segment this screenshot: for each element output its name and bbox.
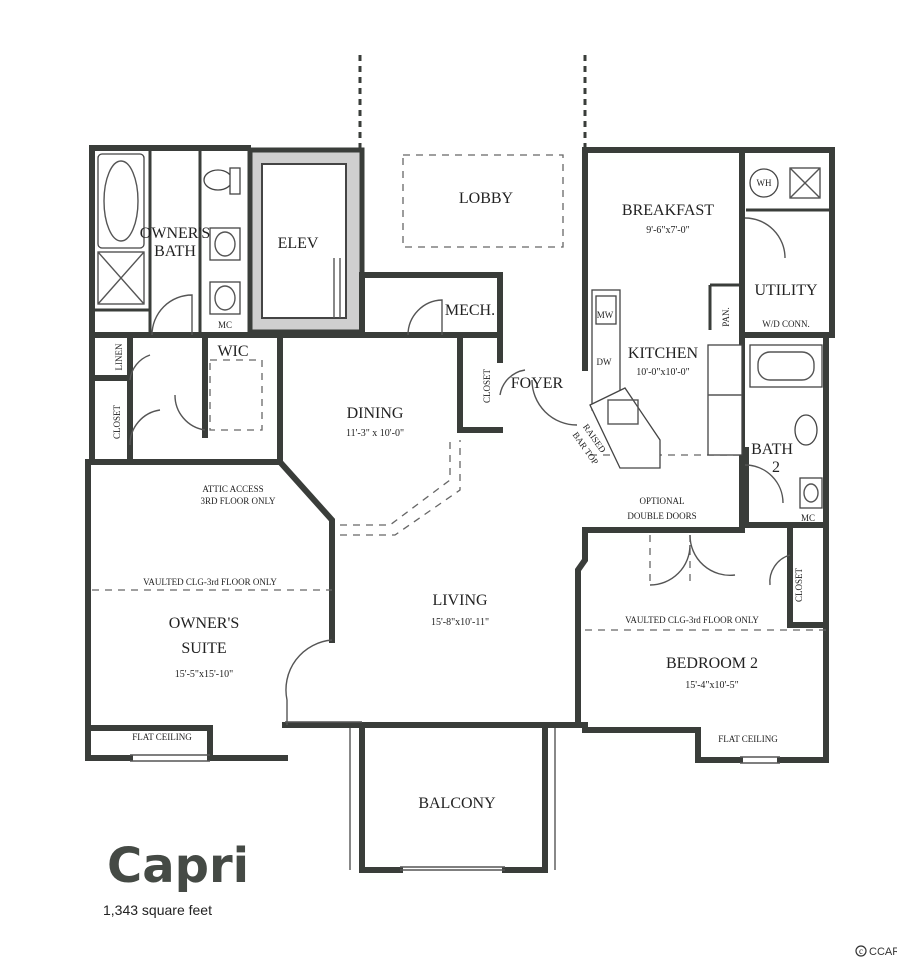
owners-bath-label-2: BATH — [154, 243, 196, 260]
living-label: LIVING — [432, 592, 488, 609]
dishwasher-label: DW — [597, 357, 612, 367]
owners-suite-label-1: OWNER'S — [169, 615, 239, 632]
closet-label-left: CLOSET — [112, 405, 122, 440]
water-heater-label: WH — [757, 178, 772, 188]
optional-doors-label-2: DOUBLE DOORS — [627, 511, 696, 521]
bathtub-icon — [97, 153, 145, 249]
bath2-sink-icon — [799, 477, 823, 509]
exterior-walls — [85, 55, 835, 873]
dining-label: DINING — [347, 405, 404, 422]
mc-label-2: MC — [801, 513, 815, 523]
attic-access-label-2: 3RD FLOOR ONLY — [200, 496, 276, 506]
dashed-features — [92, 154, 826, 631]
pantry-label: PAN. — [721, 307, 731, 326]
toilet-icon — [203, 169, 233, 191]
optional-doors-label-1: OPTIONAL — [640, 496, 685, 506]
svg-text:c: c — [859, 946, 863, 956]
linen-label: LINEN — [114, 343, 124, 370]
owners-suite-label-2: SUITE — [181, 640, 226, 657]
closet-label-bedroom2: CLOSET — [794, 568, 804, 603]
living-dimensions: 15'-8"x10'-11" — [431, 617, 489, 628]
balcony-label: BALCONY — [418, 795, 496, 812]
title-block: Capri 1,343 square feet — [103, 838, 249, 918]
utility-label: UTILITY — [754, 282, 818, 299]
vaulted-ceiling-left: VAULTED CLG-3rd FLOOR ONLY — [143, 577, 277, 587]
plan-title: Capri — [107, 838, 249, 894]
flat-ceiling-left: FLAT CEILING — [132, 732, 192, 742]
owners-bath-label-1: OWNER'S — [140, 225, 210, 242]
flat-ceiling-right: FLAT CEILING — [718, 734, 778, 744]
bedroom2-label: BEDROOM 2 — [666, 655, 758, 672]
bath2-label-2: 2 — [772, 459, 780, 476]
microwave-label: MW — [597, 310, 614, 320]
wd-connection-label: W/D CONN. — [762, 319, 810, 329]
doors — [129, 217, 791, 725]
breakfast-dimensions: 9'-6"x7'-0" — [646, 225, 689, 236]
water-heater-icon — [749, 168, 779, 198]
mech-label: MECH. — [445, 302, 495, 319]
attic-access-label-1: ATTIC ACCESS — [202, 484, 263, 494]
wic-label: WIC — [217, 343, 248, 360]
copyright-label: CCAR — [869, 946, 897, 958]
interior-walls — [89, 147, 832, 728]
elevator-label: ELEV — [278, 235, 319, 252]
kitchen-label: KITCHEN — [628, 345, 699, 362]
copyright-badge: c CCAR — [855, 945, 897, 958]
foyer-label: FOYER — [511, 375, 564, 392]
closet-label-foyer: CLOSET — [482, 369, 492, 404]
windows — [130, 721, 780, 868]
bedroom2-dimensions: 15'-4"x10'-5" — [685, 680, 738, 691]
fixtures — [97, 153, 823, 509]
vaulted-ceiling-right: VAULTED CLG-3rd FLOOR ONLY — [625, 615, 759, 625]
mc-label: MC — [218, 320, 232, 330]
bath2-label-1: BATH — [751, 441, 793, 458]
copyright-icon — [855, 945, 867, 957]
lobby-label: LOBBY — [459, 190, 514, 207]
kitchen-dimensions: 10'-0"x10'-0" — [636, 367, 689, 378]
owners-suite-dimensions: 15'-5"x15'-10" — [175, 669, 233, 680]
breakfast-label: BREAKFAST — [622, 202, 714, 219]
dining-dimensions: 11'-3" x 10'-0" — [346, 428, 404, 439]
square-footage: 1,343 square feet — [103, 902, 212, 918]
bath2-toilet-icon — [794, 414, 818, 446]
